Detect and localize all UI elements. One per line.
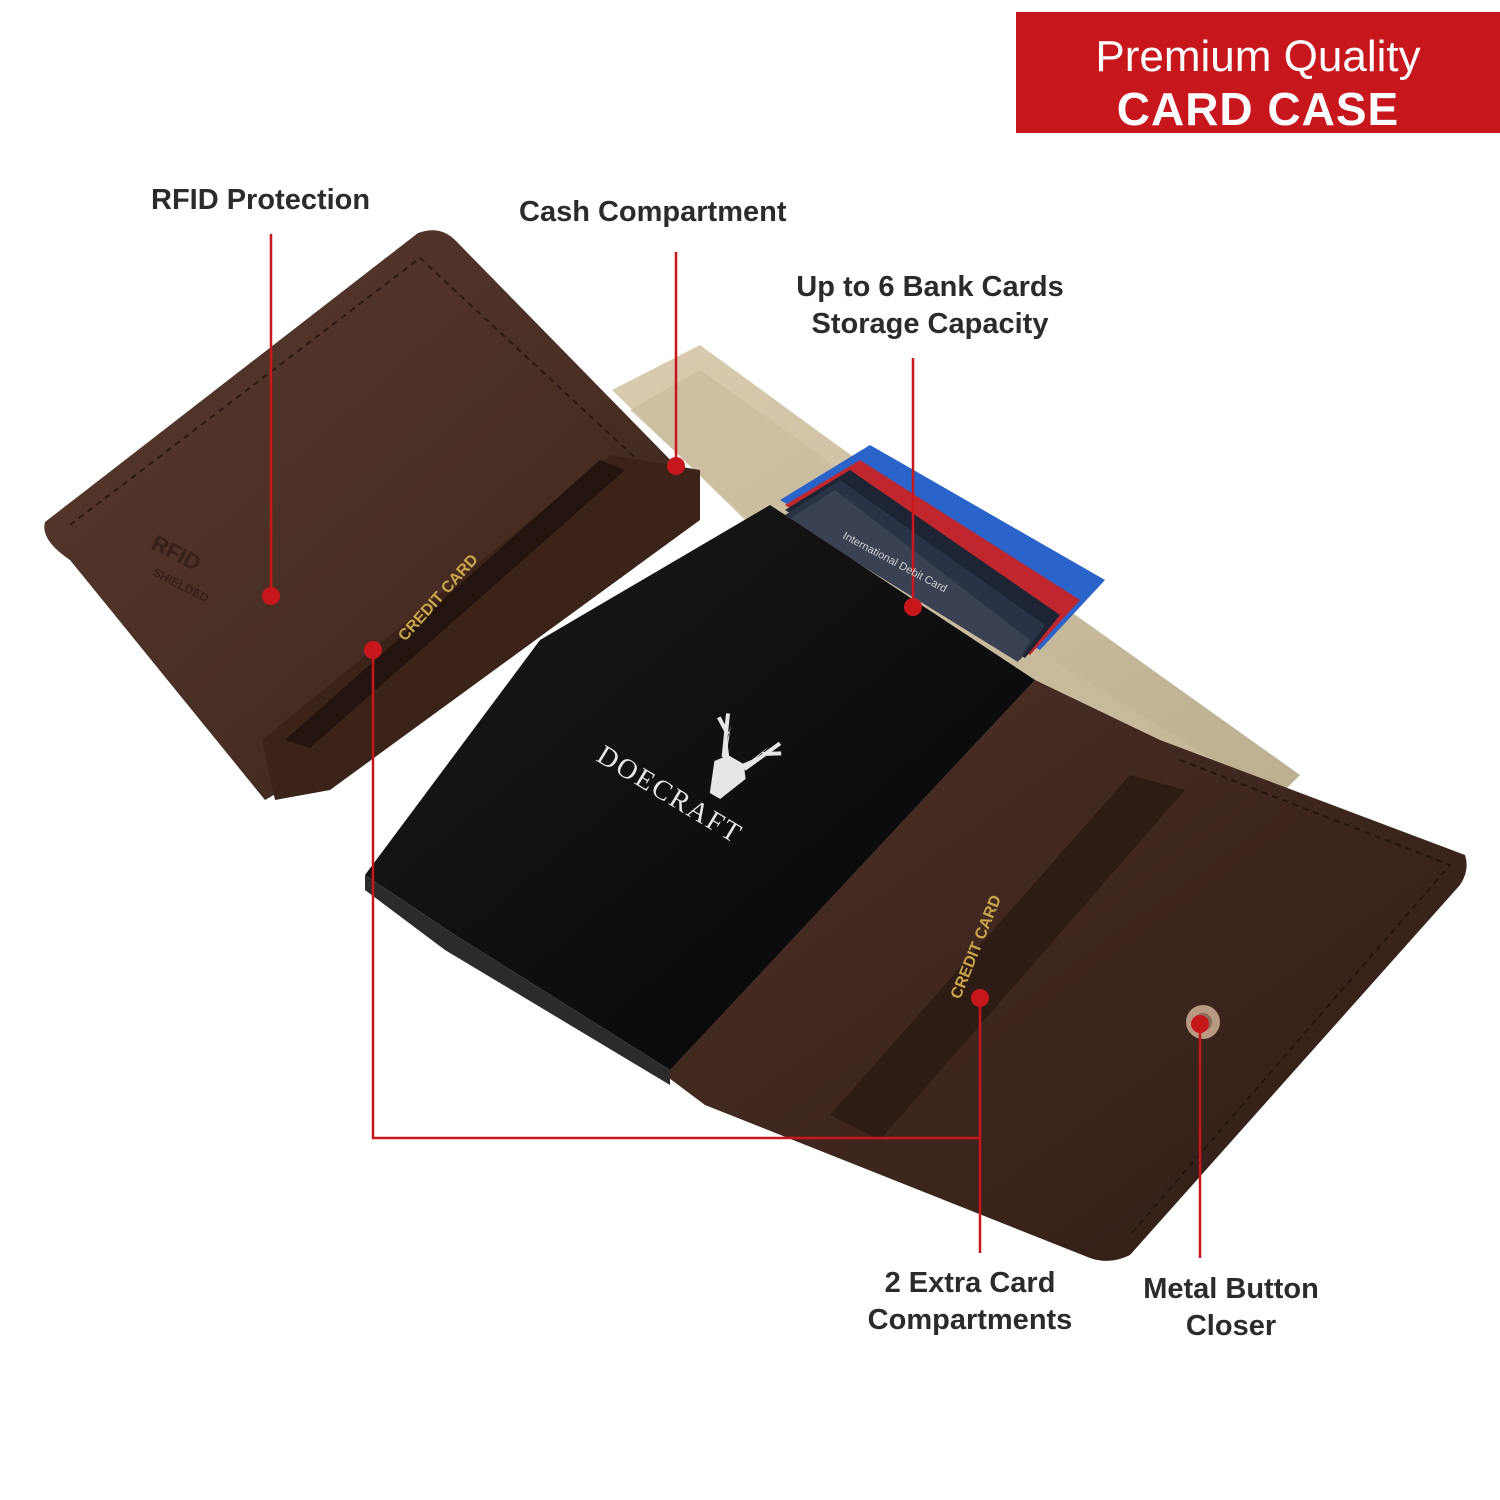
banner-subtitle: CARD CASE [1116, 83, 1400, 135]
callout-bank-cards-line1: Up to 6 Bank Cards [796, 271, 1064, 303]
callout-extra-cards-line1: 2 Extra Card [884, 1267, 1056, 1299]
metal-card-case [365, 505, 1035, 1085]
callout-rfid-label: RFID Protection [151, 184, 371, 216]
callout-bank-cards: Up to 6 Bank Cards Storage Capacity [782, 269, 1078, 343]
right-leather-panel [665, 680, 1467, 1261]
callout-extra-cards-line2: Compartments [867, 1304, 1073, 1336]
callout-cash: Cash Compartment [519, 194, 787, 231]
callout-metal-button: Metal Button Closer [1134, 1271, 1328, 1345]
callout-cash-label: Cash Compartment [519, 196, 787, 228]
callout-extra-cards: 2 Extra Card Compartments [858, 1265, 1082, 1339]
banner-title: Premium Quality [1095, 32, 1421, 81]
callout-metal-button-line2: Closer [1185, 1310, 1277, 1342]
left-leather-panel [44, 230, 700, 800]
callout-bank-cards-line2: Storage Capacity [811, 308, 1049, 340]
callout-rfid: RFID Protection [151, 182, 370, 219]
product-banner: Premium Quality CARD CASE [1016, 12, 1500, 135]
deer-logo-icon [709, 713, 782, 799]
leader-lines [262, 234, 1209, 1258]
bank-cards [780, 445, 1105, 662]
callout-metal-button-line1: Metal Button [1143, 1273, 1319, 1305]
